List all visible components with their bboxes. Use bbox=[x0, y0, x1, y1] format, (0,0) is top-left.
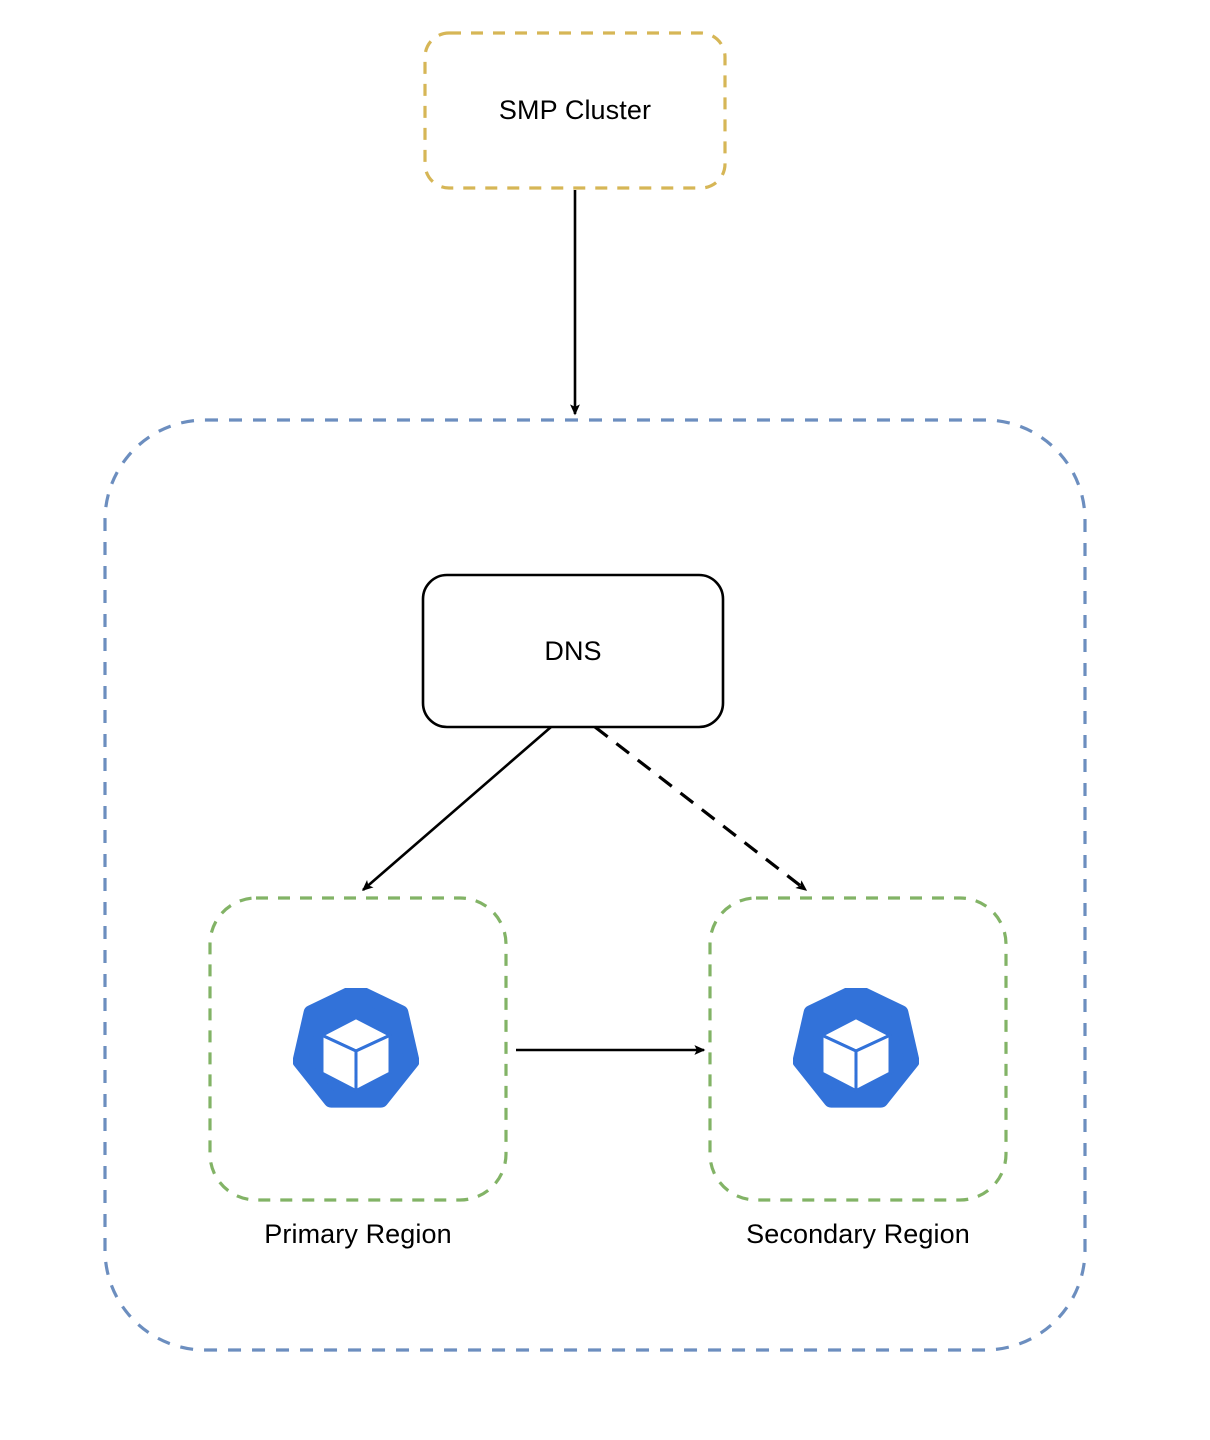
outer-container-box bbox=[103, 418, 1087, 1352]
secondary-region-label: Secondary Region bbox=[746, 1219, 970, 1249]
edge-dns-to-primary bbox=[361, 726, 552, 891]
dns-label: DNS bbox=[544, 636, 602, 666]
kubernetes-icon bbox=[793, 988, 919, 1108]
kubernetes-icon bbox=[293, 988, 419, 1108]
primary-region-label: Primary Region bbox=[264, 1219, 452, 1249]
edge-dns-to-secondary bbox=[594, 725, 808, 892]
smp-cluster-label: SMP Cluster bbox=[498, 95, 652, 125]
